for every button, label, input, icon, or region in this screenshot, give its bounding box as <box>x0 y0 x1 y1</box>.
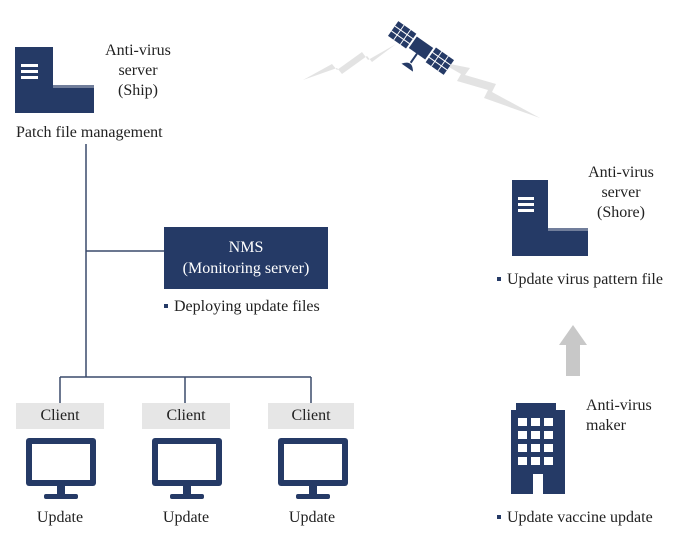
monitor-icon <box>278 438 348 499</box>
ship-server-title-line: Anti-virus <box>105 42 171 59</box>
nms-title: NMS <box>228 239 264 256</box>
ship-server-caption: Patch file management <box>16 124 163 141</box>
shore-server-title-line: (Shore) <box>597 204 645 221</box>
shore-server-title: Anti-virus server (Shore) <box>580 163 662 223</box>
shore-server-title-line: server <box>601 184 641 201</box>
client-label: Client <box>268 403 354 429</box>
client-label: Client <box>142 403 230 429</box>
building-icon <box>511 403 565 494</box>
client-label: Client <box>16 403 104 429</box>
nms-note: Deploying update files <box>164 297 320 317</box>
maker-title-line: Anti-virus <box>586 397 652 414</box>
nms-box: NMS (Monitoring server) <box>164 227 328 289</box>
server-icon <box>512 180 588 256</box>
shore-server-note: Update virus pattern file <box>497 270 663 290</box>
ship-server-title-line: (Ship) <box>118 82 158 99</box>
nms-subtitle: (Monitoring server) <box>182 260 310 277</box>
signal-wave-left <box>303 44 396 80</box>
maker-title: Anti-virus maker <box>586 396 652 436</box>
client-action: Update <box>288 509 336 526</box>
up-arrow-icon <box>559 325 587 376</box>
client-action: Update <box>162 509 210 526</box>
monitor-icon <box>152 438 222 499</box>
server-icon <box>15 47 94 113</box>
client-action: Update <box>36 509 84 526</box>
ship-server-title: Anti-virus server (Ship) <box>98 41 178 101</box>
maker-title-line: maker <box>586 417 626 434</box>
shore-server-title-line: Anti-virus <box>588 164 654 181</box>
ship-server-title-line: server <box>118 62 158 79</box>
signal-wave-right <box>440 62 540 118</box>
monitor-icon <box>26 438 96 499</box>
maker-note: Update vaccine update <box>497 508 653 528</box>
connector-lines <box>59 144 312 403</box>
satellite-icon <box>387 21 455 75</box>
